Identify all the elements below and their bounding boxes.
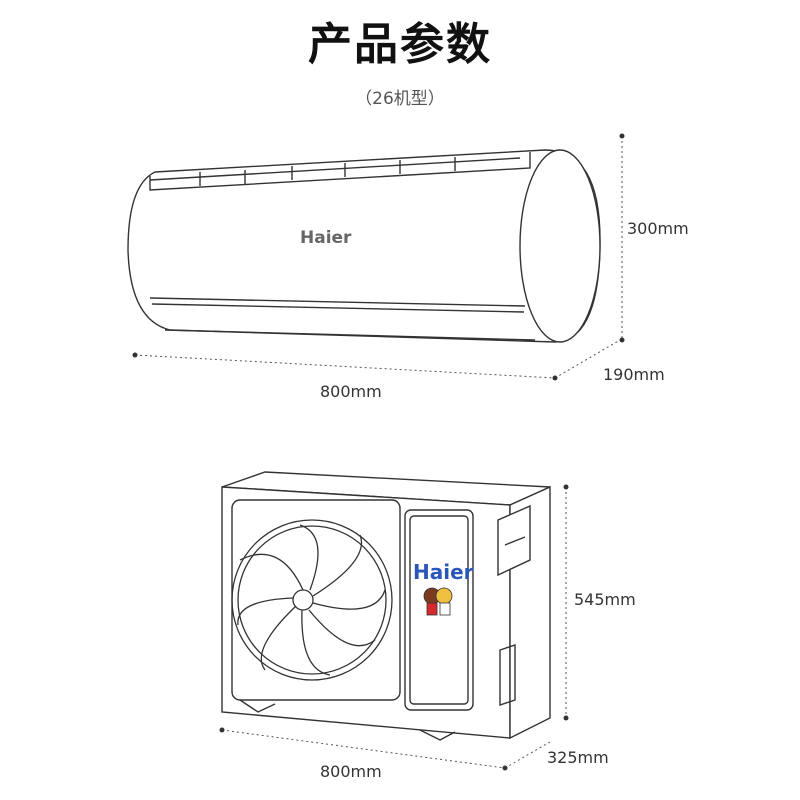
outdoor-height-label: 545mm bbox=[574, 590, 636, 609]
page-title: 产品参数 bbox=[308, 19, 492, 70]
outdoor-width-label: 800mm bbox=[320, 762, 382, 781]
outdoor-unit-illustration bbox=[221, 471, 551, 741]
outdoor-dimension-dots bbox=[219, 484, 569, 771]
outdoor-depth-label: 325mm bbox=[547, 748, 609, 767]
indoor-dimension-dots bbox=[132, 133, 625, 381]
indoor-height-label: 300mm bbox=[627, 219, 689, 238]
outdoor-fan bbox=[231, 519, 393, 681]
indoor-depth-label: 190mm bbox=[603, 365, 665, 384]
indoor-unit-illustration bbox=[127, 149, 601, 343]
mascot-logo bbox=[423, 587, 453, 616]
indoor-dimension-lines bbox=[134, 136, 623, 379]
model-subtitle: （26机型） bbox=[355, 89, 445, 109]
indoor-width-label: 800mm bbox=[320, 382, 382, 401]
indoor-brand-logo: Haier bbox=[300, 228, 352, 248]
outdoor-brand-logo: Haier bbox=[413, 560, 474, 584]
outdoor-dimension-lines bbox=[221, 487, 567, 769]
